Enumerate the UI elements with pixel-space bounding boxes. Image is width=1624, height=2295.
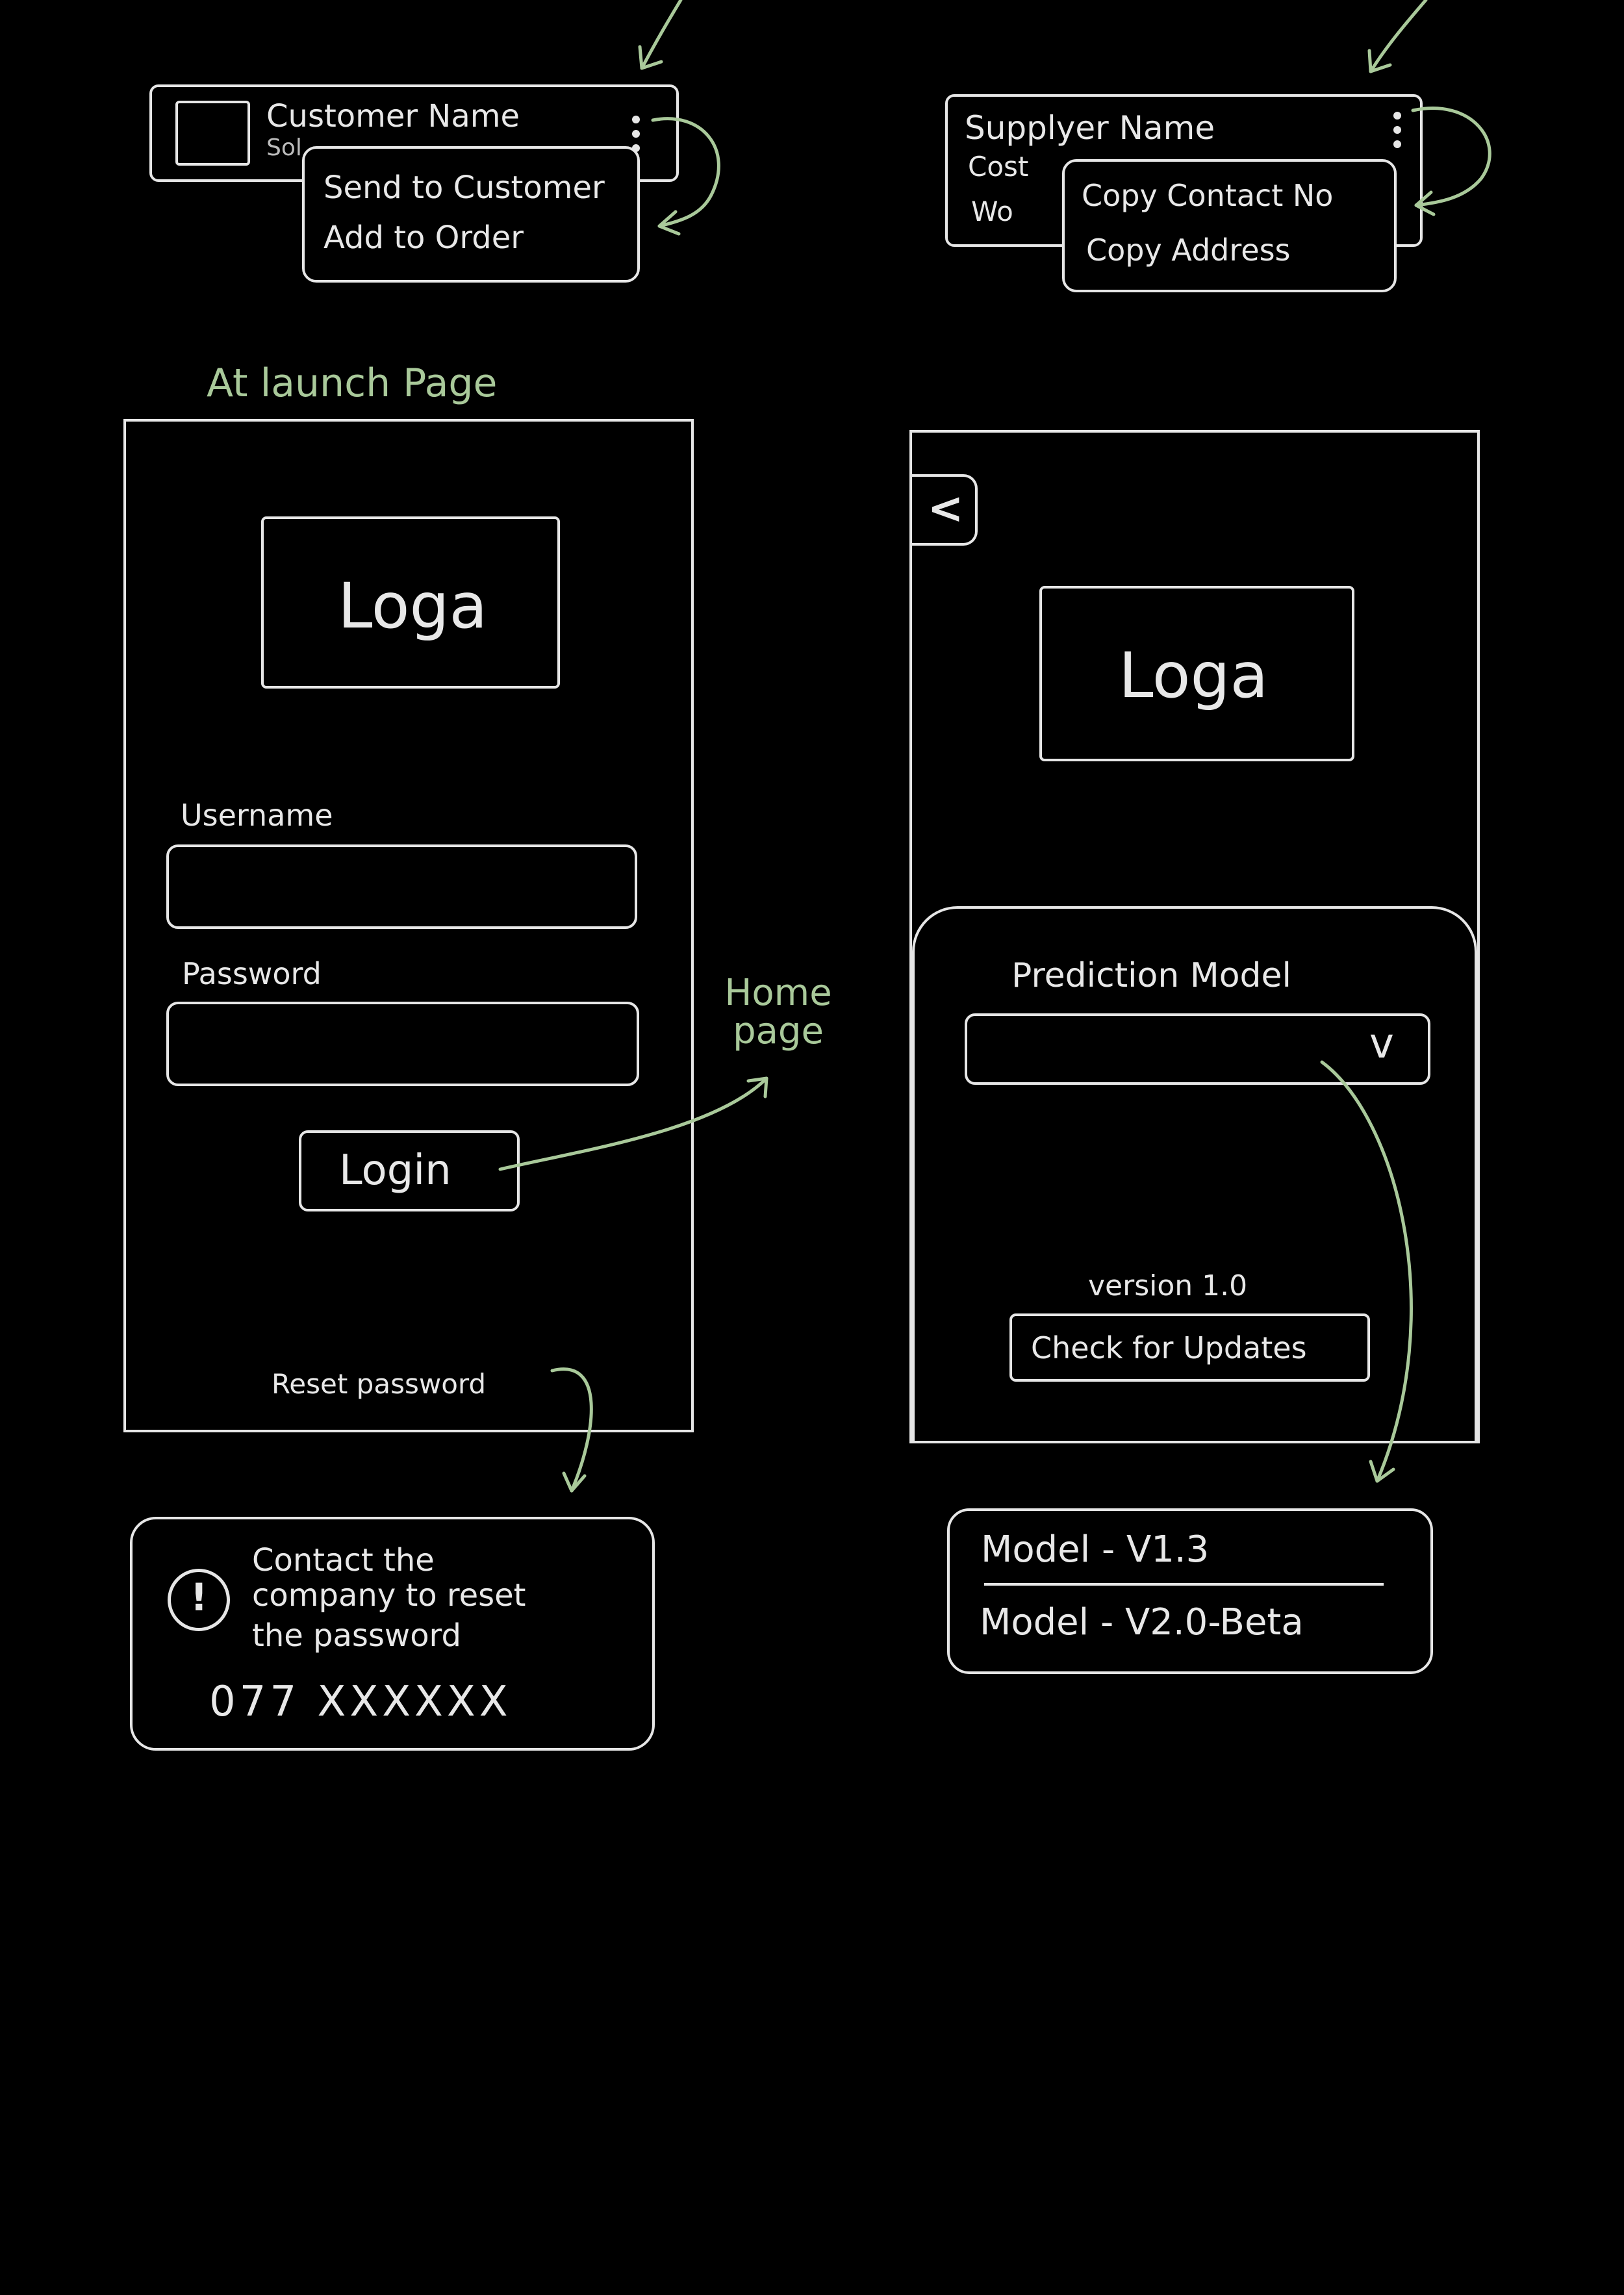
support-phone-number: 077 XXXXXX: [209, 1678, 512, 1726]
model-option-v13[interactable]: Model - V1.3: [981, 1528, 1210, 1571]
password-input[interactable]: [166, 1002, 639, 1086]
customer-name: Customer Name: [266, 98, 520, 134]
prediction-model-label: Prediction Model: [1011, 956, 1291, 995]
supplier-context-menu: [1062, 159, 1397, 292]
settings-screen-frame: [909, 430, 1480, 1443]
model-options-list: [947, 1508, 1433, 1674]
menu-item-add-to-order[interactable]: Add to Order: [324, 220, 524, 256]
arrow-into-customer-card: [640, 0, 683, 70]
home-page-caption: Home page: [724, 972, 832, 1052]
login-logo-box: [261, 516, 560, 689]
login-screen-frame: [123, 419, 694, 1432]
supplier-name: Supplyer Name: [965, 109, 1215, 147]
arrowhead-customer-card: [638, 45, 663, 70]
reset-password-link[interactable]: Reset password: [272, 1368, 487, 1400]
reset-message-line1: Contact the: [252, 1542, 435, 1579]
reset-password-popup: [130, 1517, 655, 1751]
info-icon: [168, 1569, 230, 1631]
chevron-down-icon[interactable]: v: [1369, 1020, 1394, 1068]
arrowhead-customer-menu: [657, 210, 681, 236]
login-logo-text: Loga: [338, 570, 488, 642]
launch-page-caption: At launch Page: [207, 361, 498, 406]
arrowhead-options: [1369, 1460, 1395, 1483]
login-button[interactable]: [299, 1130, 520, 1211]
login-button-label: Login: [339, 1147, 451, 1195]
username-label: Username: [181, 798, 333, 833]
model-options-divider: [984, 1583, 1384, 1586]
settings-logo-text: Loga: [1119, 639, 1269, 712]
menu-item-copy-contact[interactable]: Copy Contact No: [1082, 178, 1334, 213]
menu-item-copy-address[interactable]: Copy Address: [1086, 233, 1291, 268]
customer-context-menu: [302, 146, 640, 283]
customer-avatar: [175, 101, 250, 166]
arrowhead-home: [746, 1076, 768, 1098]
info-icon-glyph: !: [190, 1575, 208, 1619]
settings-logo-box: [1039, 586, 1354, 761]
model-option-v20-beta[interactable]: Model - V2.0-Beta: [980, 1601, 1304, 1643]
supplier-row-cost: Cost: [968, 151, 1029, 183]
check-updates-label: Check for Updates: [1031, 1330, 1307, 1365]
back-button[interactable]: [909, 474, 978, 546]
back-icon: <: [928, 483, 964, 533]
supplier-row-wo: Wo: [971, 196, 1013, 227]
settings-panel: [912, 906, 1477, 1442]
supplier-more-icon[interactable]: [1393, 112, 1401, 155]
password-label: Password: [182, 956, 322, 991]
arrow-supplier-menu: [1411, 107, 1491, 207]
prediction-model-dropdown[interactable]: [965, 1013, 1430, 1085]
arrowhead-reset-popup: [562, 1471, 587, 1493]
arrow-into-supplier-card: [1369, 0, 1428, 73]
arrowhead-supplier-card: [1367, 49, 1392, 73]
username-input[interactable]: [166, 844, 637, 929]
menu-item-send-to-customer[interactable]: Send to Customer: [324, 170, 605, 206]
version-label: version 1.0: [1088, 1269, 1248, 1302]
reset-message-line3: the password: [252, 1617, 461, 1654]
reset-message-line2: company to reset: [252, 1577, 526, 1614]
